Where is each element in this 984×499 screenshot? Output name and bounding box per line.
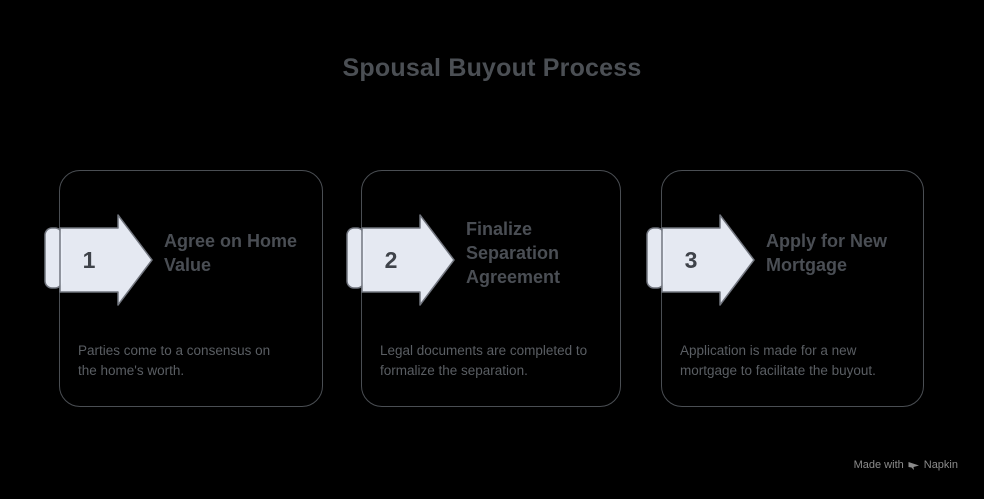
step-arrow-icon: 3: [645, 212, 757, 308]
step-number: 3: [684, 246, 698, 273]
step-number: 1: [82, 246, 96, 273]
step-arrow-icon: 1: [43, 212, 155, 308]
step-card-3: 3 Apply for New Mortgage Application is …: [646, 170, 924, 407]
napkin-logo-icon: [908, 459, 920, 471]
step-heading: Finalize Separation Agreement: [466, 219, 561, 287]
step-card-1: 1 Agree on Home Value Parties come to a …: [44, 170, 323, 407]
step-heading: Agree on Home Value: [164, 231, 298, 275]
made-with-label: Made with: [853, 459, 904, 471]
step-heading: Apply for New Mortgage: [766, 231, 888, 275]
step-number: 2: [384, 246, 398, 273]
step-description: Legal documents are completed to formali…: [380, 343, 588, 378]
watermark: Made with Napkin: [854, 459, 958, 471]
diagram-title: Spousal Buyout Process: [342, 54, 642, 82]
step-description: Parties come to a consensus on the home'…: [78, 343, 271, 378]
step-arrow-icon: 2: [345, 212, 457, 308]
step-card-2: 2 Finalize Separation Agreement Legal do…: [346, 170, 621, 407]
napkin-brand-label: Napkin: [923, 459, 958, 471]
step-description: Application is made for a new mortgage t…: [680, 343, 876, 378]
